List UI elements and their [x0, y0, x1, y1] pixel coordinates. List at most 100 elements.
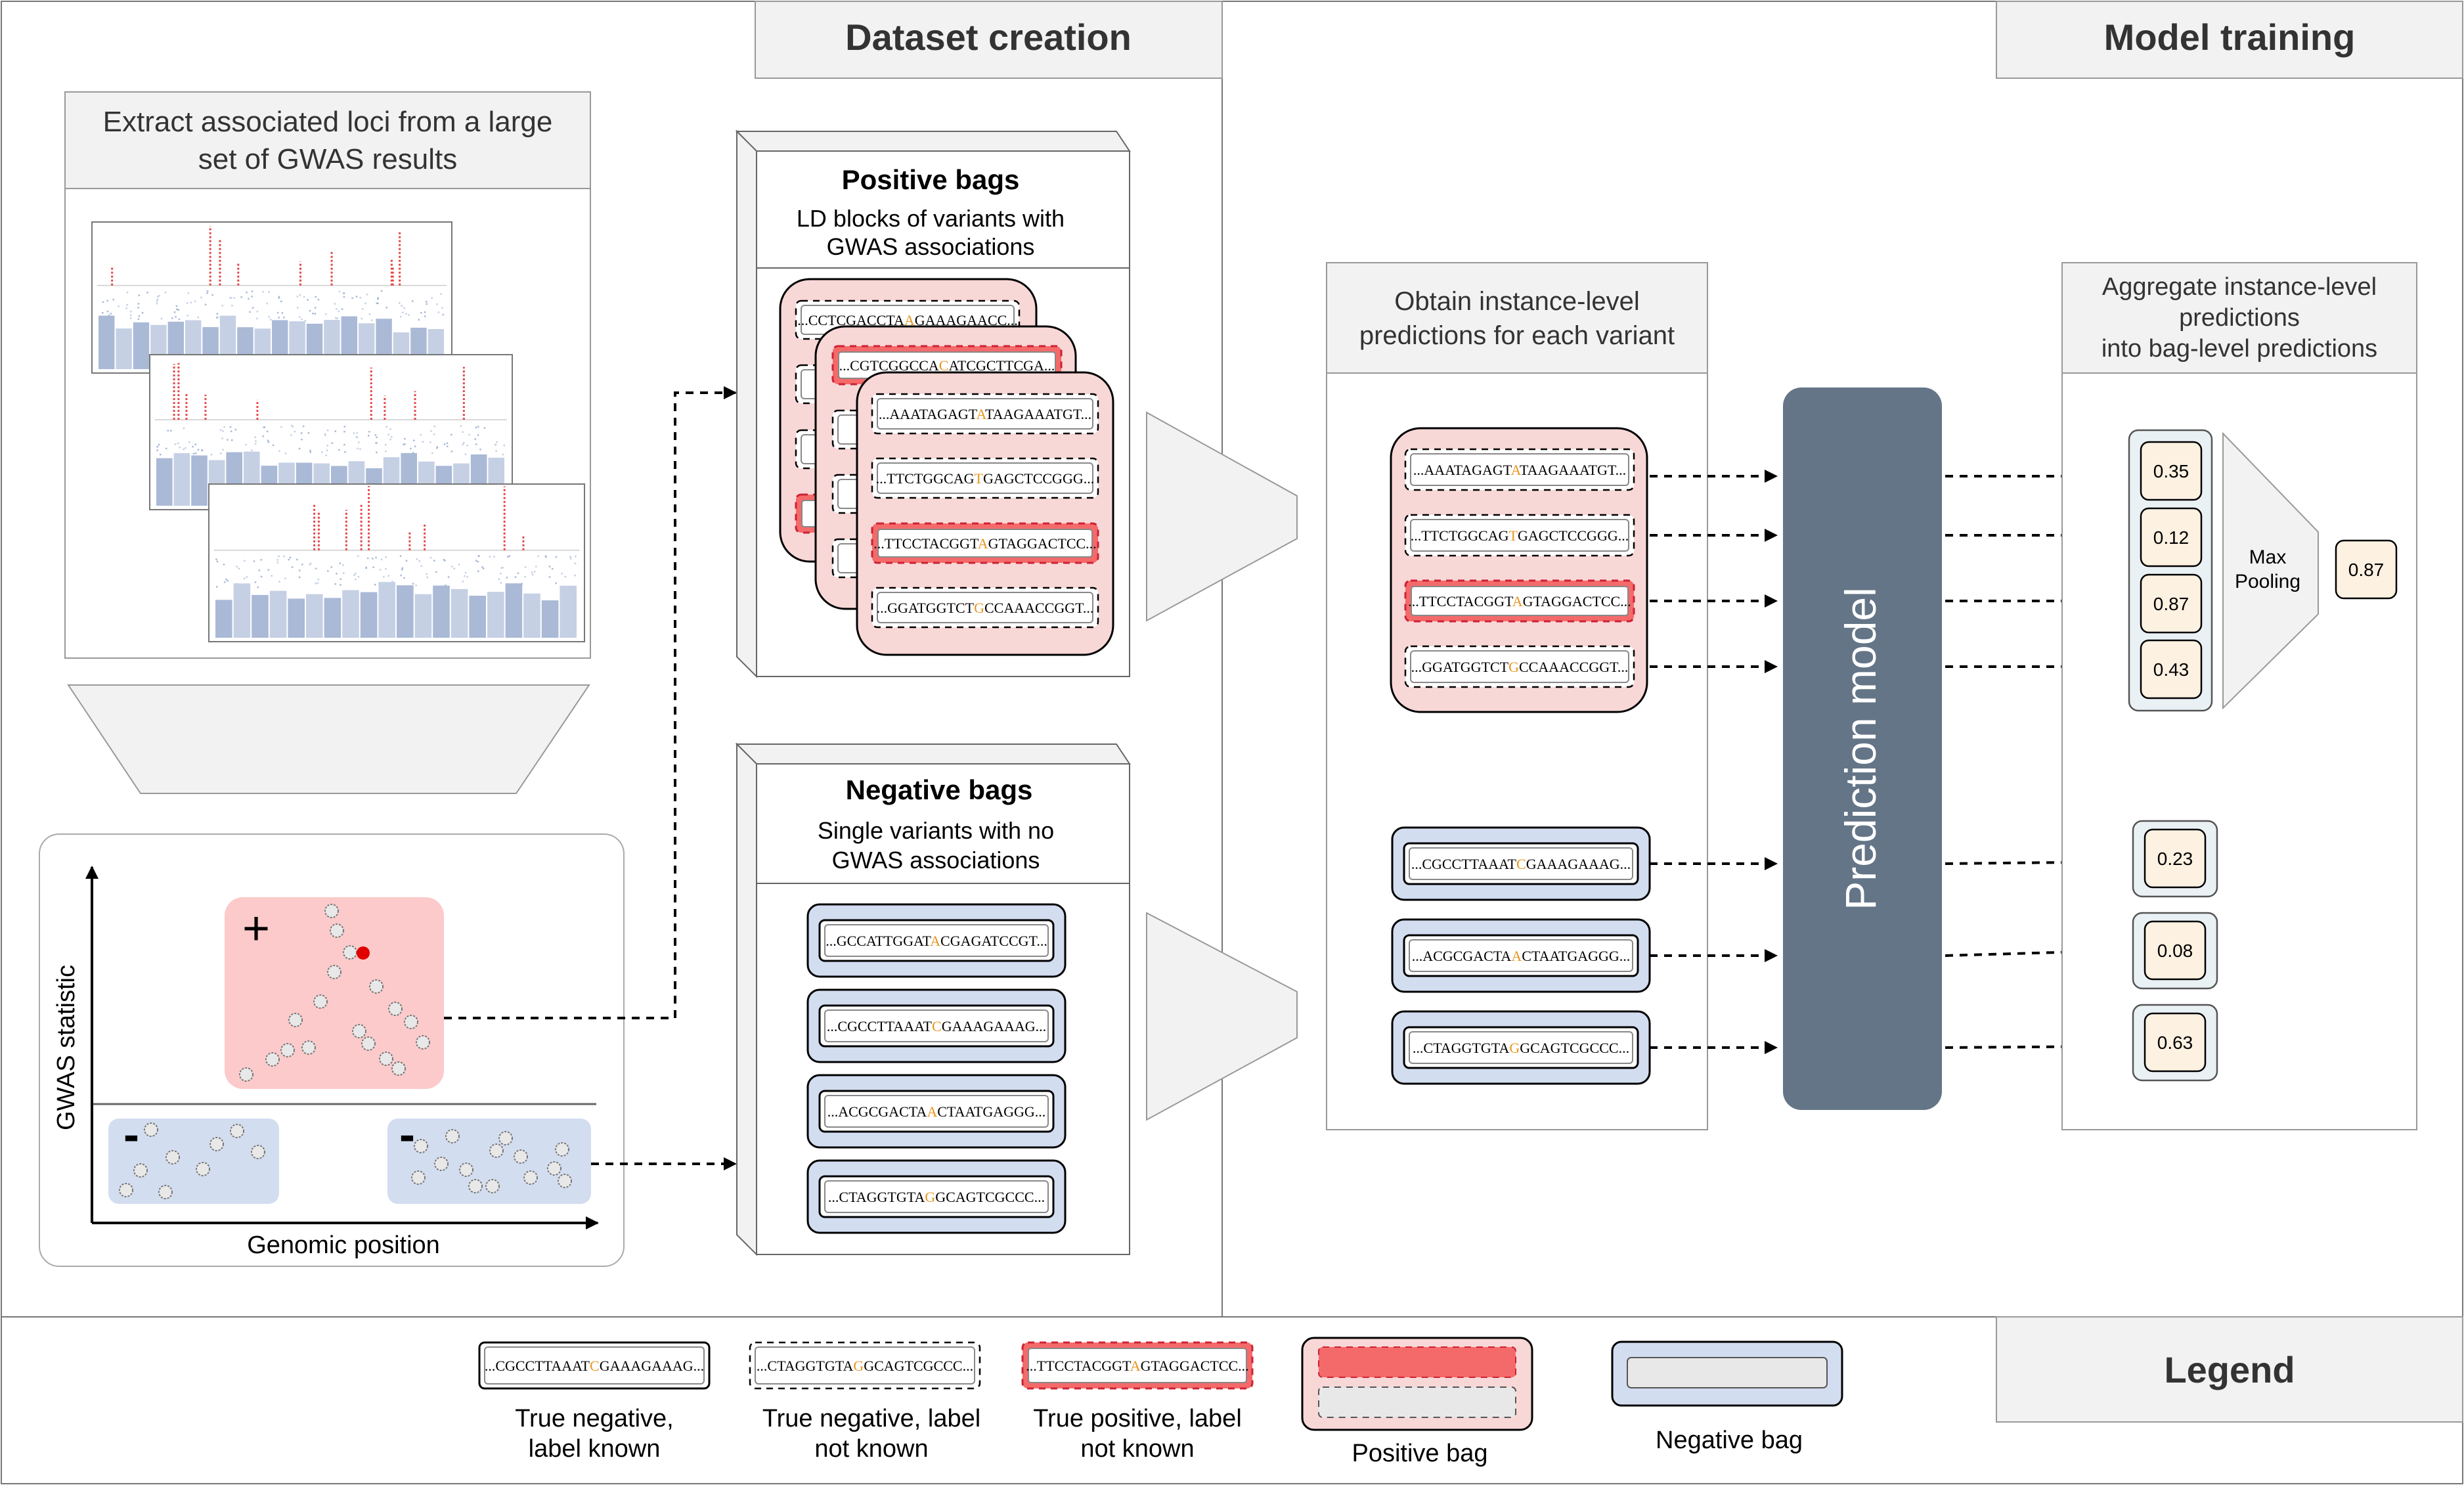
variant-point — [223, 564, 225, 565]
sequence-suffix: CGAGATCCGT... — [940, 933, 1047, 949]
variant-point — [255, 454, 257, 456]
variant-point — [343, 572, 345, 574]
variant-point — [389, 428, 391, 430]
variant-dot — [459, 1163, 473, 1177]
variant-point — [156, 300, 158, 302]
variant-point — [415, 585, 417, 587]
variant-dot — [379, 1052, 393, 1066]
variant-point — [426, 300, 428, 303]
variant-point — [410, 447, 412, 450]
variant-point — [262, 435, 264, 437]
variant-point — [521, 583, 523, 585]
variant-point — [126, 304, 128, 306]
variant-point — [475, 426, 477, 429]
variant-point — [376, 451, 378, 453]
variant-point — [315, 583, 317, 585]
variant-point — [192, 445, 194, 448]
sequence-suffix: CCAAACCGGT... — [1519, 659, 1628, 675]
allele-highlight: C — [590, 1358, 600, 1374]
negative-bags-title: Negative bags — [846, 774, 1033, 805]
variant-point — [173, 311, 176, 313]
minus-sign-left: - — [123, 1109, 139, 1161]
variant-point — [357, 576, 360, 578]
variant-point — [431, 452, 433, 454]
aggregate-title-line2: predictions — [2179, 304, 2300, 332]
negative-score: 0.63 — [2157, 1032, 2193, 1053]
legend-header-box — [1996, 1316, 2463, 1423]
sequence-inner — [1028, 1348, 1247, 1383]
variant-point — [278, 317, 280, 319]
variant-point — [183, 427, 185, 430]
max-pooling-shape — [2222, 432, 2319, 710]
variant-point — [441, 307, 443, 309]
chromosome-band — [487, 592, 504, 638]
variant-point — [317, 579, 320, 581]
variant-point — [194, 300, 196, 303]
variant-point — [424, 315, 426, 317]
extract-title-box — [64, 91, 591, 189]
variant-point — [278, 581, 280, 583]
variant-point — [227, 579, 229, 582]
variant-dot — [411, 1170, 426, 1185]
variant-point — [502, 453, 504, 456]
variant-point — [481, 566, 483, 568]
allele-highlight: G — [1508, 659, 1519, 675]
variant-point — [412, 300, 414, 302]
variant-point — [194, 443, 196, 445]
variant-point — [331, 442, 334, 444]
variant-point — [500, 567, 503, 569]
sequence-prefix: ...CGCCTTAAAT — [1411, 856, 1517, 872]
variant-point — [340, 584, 341, 586]
chromosome-band — [360, 592, 378, 638]
variant-point — [158, 295, 160, 297]
variant-point — [317, 582, 319, 584]
chromosome-band — [541, 600, 559, 638]
variant-point — [489, 556, 491, 558]
sequence-prefix: ...AAATAGAGT — [1413, 462, 1512, 478]
variant-point — [503, 444, 506, 447]
variant-point — [221, 437, 223, 439]
variant-point — [441, 585, 443, 588]
instance-score: 0.87 — [2153, 594, 2189, 614]
variant-point — [477, 560, 479, 563]
variant-point — [227, 439, 229, 441]
variant-dot — [555, 1142, 569, 1157]
variant-point — [299, 569, 301, 571]
variant-point — [463, 441, 465, 444]
variant-point — [201, 449, 204, 451]
variant-dot — [119, 1183, 133, 1197]
variant-point — [443, 443, 446, 445]
variant-point — [496, 441, 498, 443]
allele-highlight: A — [1512, 593, 1523, 610]
variant-point — [343, 430, 345, 433]
variant-point — [186, 302, 188, 304]
variant-point — [354, 572, 357, 575]
sequence-suffix: GTAGGACTCC... — [988, 535, 1097, 552]
variant-point — [338, 310, 340, 313]
variant-point — [253, 454, 255, 456]
variant-point — [494, 443, 496, 446]
variant-point — [160, 318, 163, 320]
variant-dot — [301, 1040, 316, 1055]
sequence-inner — [877, 462, 1093, 494]
variant-dot — [352, 1024, 366, 1038]
variant-point — [137, 307, 139, 309]
sequence-inner — [877, 398, 1093, 430]
variant-point — [433, 425, 435, 428]
allele-highlight: T — [1508, 527, 1518, 544]
model-training-header: Model training — [2104, 16, 2356, 58]
variant-point — [384, 444, 387, 446]
variant-point — [138, 294, 141, 297]
chromosome-band — [99, 315, 115, 369]
variant-point — [158, 443, 160, 446]
variant-point — [338, 449, 340, 451]
variant-point — [223, 426, 225, 428]
variant-point — [240, 296, 242, 298]
legend-caption-line1: Negative bag — [1656, 1427, 1803, 1454]
variant-point — [355, 578, 357, 581]
variant-point — [412, 583, 414, 585]
variant-point — [177, 442, 179, 445]
variant-point — [334, 303, 336, 305]
sequence-suffix: GCAGTCGCCC... — [864, 1358, 973, 1374]
